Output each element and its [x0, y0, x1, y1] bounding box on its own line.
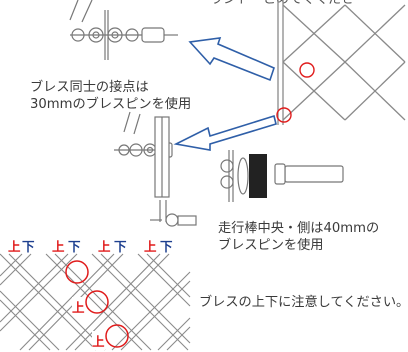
runner-pin-note-line1: 走行棒中央・側は40mmの [218, 221, 380, 236]
brace-pin-assembly-top-illustration [69, 0, 178, 60]
updown-label-row: 上 下 上 下 上 下 上 下 [8, 236, 188, 254]
runner-pin-assembly-illustration [114, 111, 197, 227]
lattice-gate-right-illustration [276, 0, 406, 125]
label-down-3: 下 [114, 239, 127, 254]
label-up-4: 上 [144, 239, 157, 254]
label-down-1: 下 [22, 239, 35, 254]
label-up-1: 上 [8, 239, 21, 254]
brace-updown-note: ブレスの上下に注意してください。 [199, 295, 408, 310]
lattice-label-up-1: 上 [72, 297, 85, 316]
brace-lattice-bottom-illustration [0, 253, 191, 351]
top-cut-caption: ラント・とめてぐくださ [210, 0, 355, 8]
brace-contact-pin-note-line2: 30mmのブレスピンを使用 [30, 97, 192, 112]
runner-pin-note: 走行棒中央・側は40mmの ブレスピンを使用 [218, 220, 379, 254]
runner-pin-note-line2: ブレスピンを使用 [218, 238, 324, 253]
arrow-to-middle-assembly [173, 114, 277, 151]
lattice-label-up-2: 上 [92, 331, 105, 350]
brace-contact-pin-note-line1: ブレス同士の接点は [30, 80, 149, 95]
brace-contact-pin-note: ブレス同士の接点は 30mmのブレスピンを使用 [30, 79, 191, 113]
forty-mm-pin-exploded-illustration [220, 150, 344, 202]
arrow-to-top-assembly [188, 37, 275, 82]
label-up-2: 上 [52, 239, 65, 254]
label-up-3: 上 [98, 239, 111, 254]
label-down-4: 下 [160, 239, 173, 254]
label-down-2: 下 [68, 239, 81, 254]
